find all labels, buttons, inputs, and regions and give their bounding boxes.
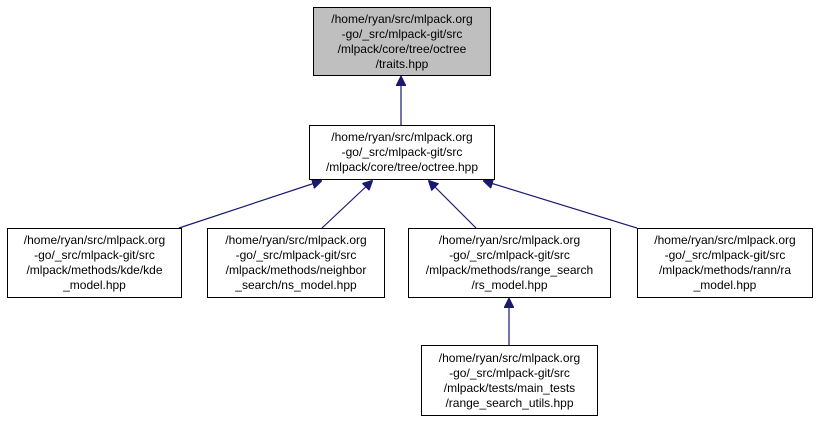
node-kde-model-hpp-line-1: /home/ryan/src/mlpack.org [23, 233, 166, 247]
node-range-search-utils-hpp-line-4: /range_search_utils.hpp [445, 395, 574, 410]
node-ra-model-hpp-line-3: /mlpack/methods/rann/ra [658, 263, 792, 277]
node-rs-model-hpp-line-2: -go/_src/mlpack-git/src [449, 248, 570, 262]
node-ns-model-hpp-line-1: /home/ryan/src/mlpack.org [225, 233, 367, 247]
node-kde-model-hpp-label: /home/ryan/src/mlpack.org -go/_src/mlpac… [24, 233, 165, 293]
node-octree-hpp[interactable]: /home/ryan/src/mlpack.org -go/_src/mlpac… [309, 125, 495, 180]
node-traits-hpp[interactable]: /home/ryan/src/mlpack.org -go/_src/mlpac… [313, 7, 491, 76]
node-rs-model-hpp-line-4: /rs_model.hpp [471, 278, 548, 292]
node-traits-hpp-line-1: /home/ryan/src/mlpack.org [331, 11, 473, 26]
edge-ns-model-to-octree [321, 181, 372, 229]
node-traits-hpp-line-2: -go/_src/mlpack-git/src [341, 26, 463, 41]
node-traits-hpp-line-4: /traits.hpp [375, 56, 429, 71]
node-kde-model-hpp-line-4: _model.hpp [63, 278, 126, 292]
node-rs-model-hpp[interactable]: /home/ryan/src/mlpack.org -go/_src/mlpac… [408, 228, 611, 298]
node-ns-model-hpp-line-4: _search/ns_model.hpp [235, 278, 357, 292]
node-ra-model-hpp[interactable]: /home/ryan/src/mlpack.org -go/_src/mlpac… [637, 228, 813, 298]
node-ns-model-hpp-line-3: /mlpack/methods/neighbor [225, 263, 367, 277]
node-rs-model-hpp-line-1: /home/ryan/src/mlpack.org [438, 233, 581, 247]
node-ns-model-hpp-line-2: -go/_src/mlpack-git/src [235, 248, 357, 262]
node-octree-hpp-label: /home/ryan/src/mlpack.org -go/_src/mlpac… [326, 130, 478, 175]
node-ra-model-hpp-line-2: -go/_src/mlpack-git/src [664, 248, 786, 262]
edges-layer [178, 77, 638, 345]
node-traits-hpp-label: /home/ryan/src/mlpack.org -go/_src/mlpac… [331, 12, 472, 72]
node-ra-model-hpp-line-4: _model.hpp [693, 278, 757, 292]
edge-rs-model-to-octree [429, 181, 477, 229]
node-octree-hpp-line-3: /mlpack/core/tree/octree.hpp [325, 160, 479, 174]
node-rs-model-hpp-label: /home/ryan/src/mlpack.org -go/_src/mlpac… [426, 233, 593, 293]
node-range-search-utils-hpp-label: /home/ryan/src/mlpack.org -go/_src/mlpac… [439, 351, 580, 411]
node-traits-hpp-line-3: /mlpack/core/tree/octree [337, 41, 467, 56]
node-kde-model-hpp-line-3: /mlpack/methods/kde/kde [26, 263, 163, 277]
edge-kde-model-to-octree [178, 181, 321, 229]
node-ra-model-hpp-line-1: /home/ryan/src/mlpack.org [654, 233, 796, 247]
node-ns-model-hpp[interactable]: /home/ryan/src/mlpack.org -go/_src/mlpac… [207, 228, 385, 298]
node-range-search-utils-hpp-line-3: /mlpack/tests/main_tests [443, 380, 576, 395]
node-ns-model-hpp-label: /home/ryan/src/mlpack.org -go/_src/mlpac… [225, 233, 366, 293]
node-kde-model-hpp[interactable]: /home/ryan/src/mlpack.org -go/_src/mlpac… [7, 228, 182, 298]
node-range-search-utils-hpp[interactable]: /home/ryan/src/mlpack.org -go/_src/mlpac… [421, 345, 598, 416]
node-range-search-utils-hpp-line-2: -go/_src/mlpack-git/src [449, 365, 570, 380]
node-rs-model-hpp-line-3: /mlpack/methods/range_search [425, 263, 594, 277]
node-octree-hpp-line-2: -go/_src/mlpack-git/src [341, 145, 463, 159]
edge-ra-model-to-octree [484, 181, 638, 229]
node-ra-model-hpp-label: /home/ryan/src/mlpack.org -go/_src/mlpac… [654, 233, 795, 293]
node-octree-hpp-line-1: /home/ryan/src/mlpack.org [331, 130, 473, 144]
node-range-search-utils-hpp-line-1: /home/ryan/src/mlpack.org [438, 350, 581, 365]
node-kde-model-hpp-line-2: -go/_src/mlpack-git/src [34, 248, 155, 262]
